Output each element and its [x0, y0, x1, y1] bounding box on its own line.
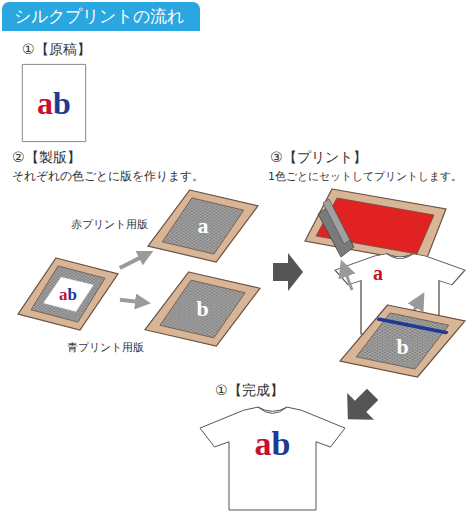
- red-plate: 赤プリント用版a: [148, 190, 258, 262]
- flow-arrow: [344, 268, 352, 290]
- artwork-letters: b: [196, 298, 208, 320]
- big-arrow: [334, 381, 386, 433]
- letter: b: [53, 85, 71, 121]
- step-note: 1色ごとにセットしてプリントします。: [268, 170, 462, 183]
- node-heading: 青プリント用版: [67, 341, 144, 354]
- letter: b: [68, 285, 77, 304]
- print-letter: a: [373, 263, 383, 283]
- letter: a: [255, 425, 272, 462]
- blue-print-plate: b: [340, 305, 465, 377]
- artwork-letters: ab: [37, 87, 71, 119]
- letter: b: [196, 296, 208, 321]
- node-body: b: [145, 272, 260, 346]
- finished-shirt: ①【完成】ab: [200, 405, 345, 510]
- artwork-letters: ab: [59, 286, 77, 303]
- flow-arrow: [120, 300, 143, 303]
- letter: a: [198, 213, 209, 238]
- title-tab: シルクプリントの流れ: [2, 2, 200, 31]
- node-heading: ①【完成】: [215, 382, 284, 399]
- node-body: b: [340, 305, 465, 377]
- artwork-letters: ab: [255, 427, 291, 461]
- step-heading: ③【プリント】: [270, 149, 367, 166]
- step-heading: ②【製版】: [12, 149, 81, 166]
- flow-arrow: [120, 255, 146, 268]
- letter: b: [272, 425, 291, 462]
- letter: a: [37, 85, 53, 121]
- red-ink-plate: [305, 189, 446, 263]
- letter: a: [59, 285, 68, 304]
- step-note: それぞれの色ごとに版を作ります。: [12, 170, 204, 184]
- node-body: ab: [200, 405, 345, 510]
- artwork-box: ①【原稿】ab: [22, 64, 86, 142]
- node-body: a: [148, 190, 258, 262]
- node-heading: ①【原稿】: [22, 41, 91, 58]
- big-arrow: [273, 253, 303, 291]
- node-body: ab: [18, 258, 118, 330]
- artwork-letters: b: [396, 336, 408, 358]
- node-body: ab: [22, 64, 86, 142]
- letter: b: [396, 334, 408, 359]
- node-heading: 赤プリント用版: [71, 218, 148, 231]
- artwork-letters: a: [198, 215, 209, 237]
- screen-frame: ab: [18, 258, 118, 330]
- blue-plate: 青プリント用版b: [145, 272, 260, 346]
